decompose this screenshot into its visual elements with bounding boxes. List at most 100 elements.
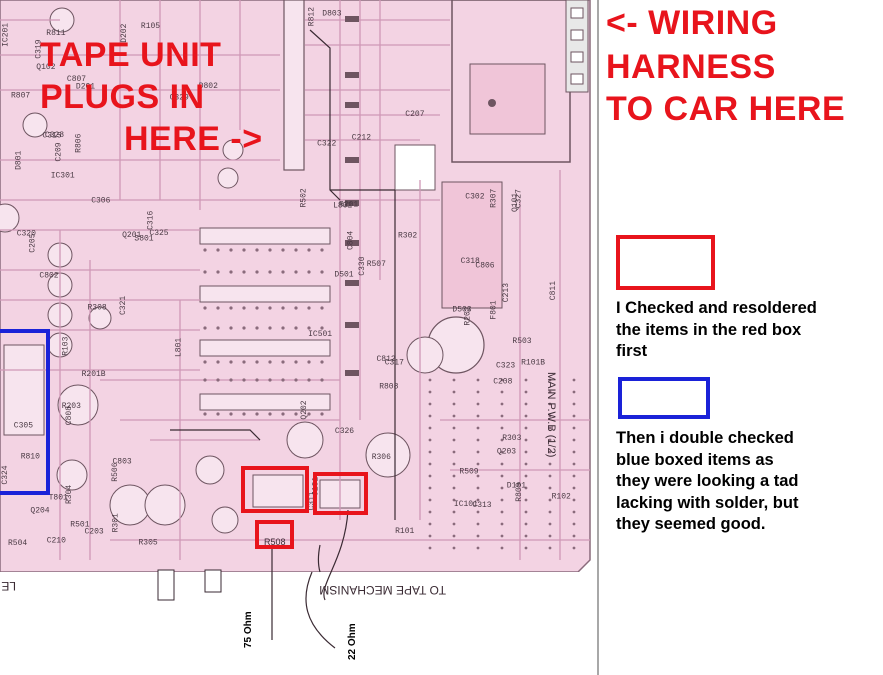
ref-designator-label: L801: [175, 338, 184, 357]
via: [255, 270, 259, 274]
tape-mechanism-label: TO TAPE MECHANISM: [319, 583, 446, 597]
via: [307, 248, 311, 252]
measurement-22-ohm: 22 Ohm: [347, 623, 358, 660]
ref-designator-label: C804: [346, 231, 355, 250]
via: [548, 462, 552, 466]
via: [524, 522, 528, 526]
ref-designator-label: C808: [65, 406, 74, 425]
ref-designator-label: IC301: [51, 172, 75, 181]
ref-designator-label: C319: [35, 39, 44, 58]
via: [452, 474, 456, 478]
ref-designator-label: Q202: [300, 400, 309, 419]
annotation-tape-unit-line3: HERE ->: [124, 120, 263, 158]
ref-designator-label: C212: [352, 133, 371, 142]
via: [281, 270, 285, 274]
via: [216, 306, 220, 310]
via: [572, 450, 576, 454]
via: [476, 450, 480, 454]
via: [242, 248, 246, 252]
via: [500, 402, 504, 406]
via: [524, 402, 528, 406]
ref-designator-label: R303: [502, 434, 521, 443]
via: [281, 326, 285, 330]
ref-designator-label: C209: [55, 142, 64, 161]
via: [548, 498, 552, 502]
ref-designator-label: C324: [1, 465, 10, 484]
ref-designator-label: C329: [170, 94, 189, 103]
via: [268, 360, 272, 364]
ref-designator-label: R507: [367, 260, 386, 269]
ref-designator-label: C326: [335, 427, 354, 436]
ref-designator-label: C811: [549, 281, 558, 300]
via: [428, 390, 432, 394]
via: [452, 438, 456, 442]
legend-blue-note-line: they were looking a tad: [616, 472, 799, 490]
via: [548, 522, 552, 526]
via: [242, 306, 246, 310]
legend-red-box: [616, 235, 715, 290]
ref-designator-label: C318: [461, 257, 480, 266]
ref-designator-label: R307: [490, 188, 499, 207]
via: [255, 378, 259, 382]
via: [203, 360, 207, 364]
via: [572, 474, 576, 478]
via: [572, 498, 576, 502]
ref-designator-label: C302: [465, 193, 484, 202]
via: [452, 462, 456, 466]
via: [203, 270, 207, 274]
ref-designator-label: C321: [119, 296, 128, 315]
ref-designator-label: C806: [475, 262, 494, 271]
ref-designator-label: R201B: [82, 370, 106, 379]
via: [294, 326, 298, 330]
via: [242, 360, 246, 364]
via: [294, 360, 298, 364]
via: [548, 426, 552, 430]
r508-label: R508: [264, 537, 286, 547]
ref-designator-label: Q204: [30, 506, 49, 515]
via: [320, 378, 324, 382]
red-highlight-box-3: [255, 520, 294, 549]
annotation-tape-unit-line1: TAPE UNIT: [40, 36, 222, 74]
annotation-wiring-line2: HARNESS: [606, 48, 776, 86]
via: [500, 450, 504, 454]
ref-designator-label: R305: [139, 539, 158, 548]
via: [428, 414, 432, 418]
via: [268, 326, 272, 330]
ref-designator-label: R203: [62, 402, 81, 411]
via: [203, 326, 207, 330]
ref-designator-label: C322: [317, 140, 336, 149]
via: [428, 462, 432, 466]
ref-designator-label: R808: [379, 382, 398, 391]
via: [476, 498, 480, 502]
via: [572, 378, 576, 382]
via: [255, 360, 259, 364]
ref-designator-label: Q201: [122, 231, 141, 240]
via: [524, 462, 528, 466]
ref-designator-label: R101: [395, 527, 414, 536]
via: [452, 414, 456, 418]
via: [500, 414, 504, 418]
ref-designator-label: D503: [452, 306, 471, 315]
ref-designator-label: C802: [39, 272, 58, 281]
ref-designator-label: R308: [88, 304, 107, 313]
via: [524, 390, 528, 394]
via: [307, 412, 311, 416]
via: [268, 248, 272, 252]
via: [524, 474, 528, 478]
legend-red-note: I Checked and resoldered the items in th…: [616, 298, 817, 363]
via: [476, 390, 480, 394]
annotation-tape-unit-line2: PLUGS IN: [40, 78, 205, 116]
via: [572, 438, 576, 442]
via: [294, 270, 298, 274]
ref-designator-label: C213: [502, 283, 511, 302]
via: [524, 438, 528, 442]
via: [216, 378, 220, 382]
legend-red-note-line: first: [616, 342, 648, 360]
via: [572, 510, 576, 514]
ref-designator-label: R306: [372, 453, 391, 462]
via: [548, 534, 552, 538]
ref-designator-label: C203: [85, 528, 104, 537]
ref-designator-label: R304: [65, 485, 74, 504]
legend-blue-note-line: blue boxed items as: [616, 450, 774, 469]
